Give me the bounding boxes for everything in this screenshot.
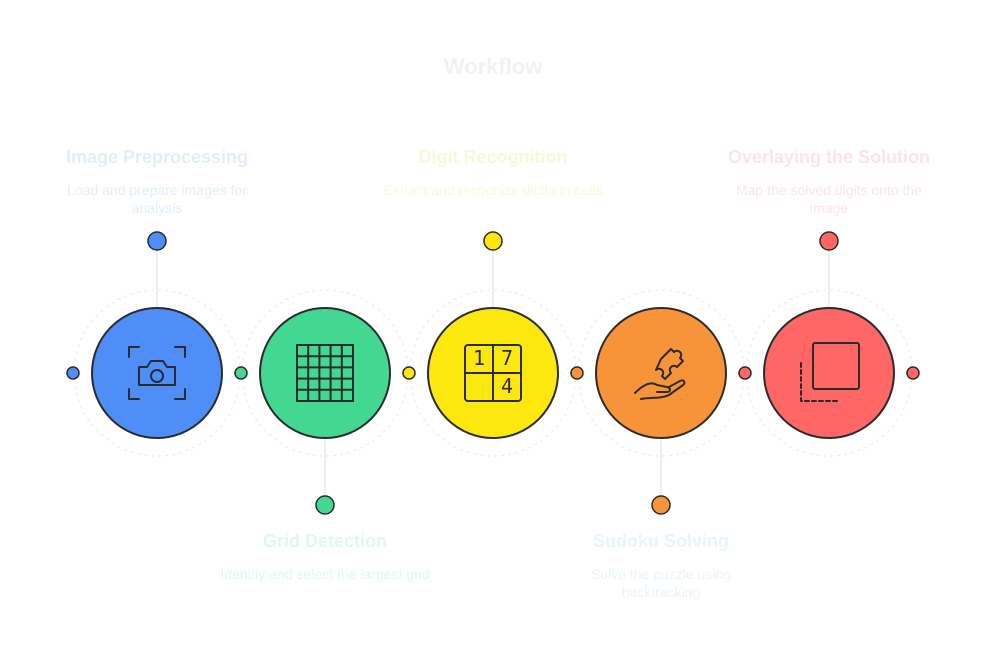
side-dot-left-grid-detection [234,366,248,380]
step-circle-image-preprocessing [91,307,223,439]
label-dot-image-preprocessing [147,231,167,251]
step-description-overlaying-the-solution: Map the solved digits onto the image [735,182,922,216]
step-description-sudoku-solving: Solve the puzzle using backtracking [590,566,732,600]
camera-icon [128,346,186,400]
step-title-sudoku-solving: Sudoku Solving [592,531,729,551]
step-description-grid-detection: Identify and select the largest grid [220,566,430,582]
sudoku-digit-7: 7 [501,346,513,370]
sudoku-digit-1: 1 [473,346,485,370]
step-description-image-preprocessing: Load and prepare images for analysis [67,182,247,216]
step-title-overlaying-the-solution: Overlaying the Solution [727,147,931,167]
side-dot-left-overlaying-the-solution [738,366,752,380]
side-dot-left-image-preprocessing [66,366,80,380]
sudoku-digit-4: 4 [501,374,513,398]
side-dot-right-overlaying-the-solution [906,366,920,380]
step-title-image-preprocessing: Image Preprocessing [65,147,249,167]
label-dot-sudoku-solving [651,495,671,515]
hand-puzzle-icon [634,348,686,400]
step-circle-overlaying-the-solution [763,307,895,439]
step-circle-grid-detection [259,307,391,439]
label-dot-digit-recognition [483,231,503,251]
label-dot-overlaying-the-solution [819,231,839,251]
side-dot-left-sudoku-solving [570,366,584,380]
side-dot-left-digit-recognition [402,366,416,380]
step-description-digit-recognition: Extract and recognize digits in cells [383,182,603,198]
grid-icon [296,344,354,402]
step-title-digit-recognition: Digit Recognition [418,147,568,167]
overlay-square-icon [800,342,860,402]
step-circle-sudoku-solving [595,307,727,439]
diagram-title: Workflow [443,54,543,79]
step-title-grid-detection: Grid Detection [262,531,387,551]
label-dot-grid-detection [315,495,335,515]
